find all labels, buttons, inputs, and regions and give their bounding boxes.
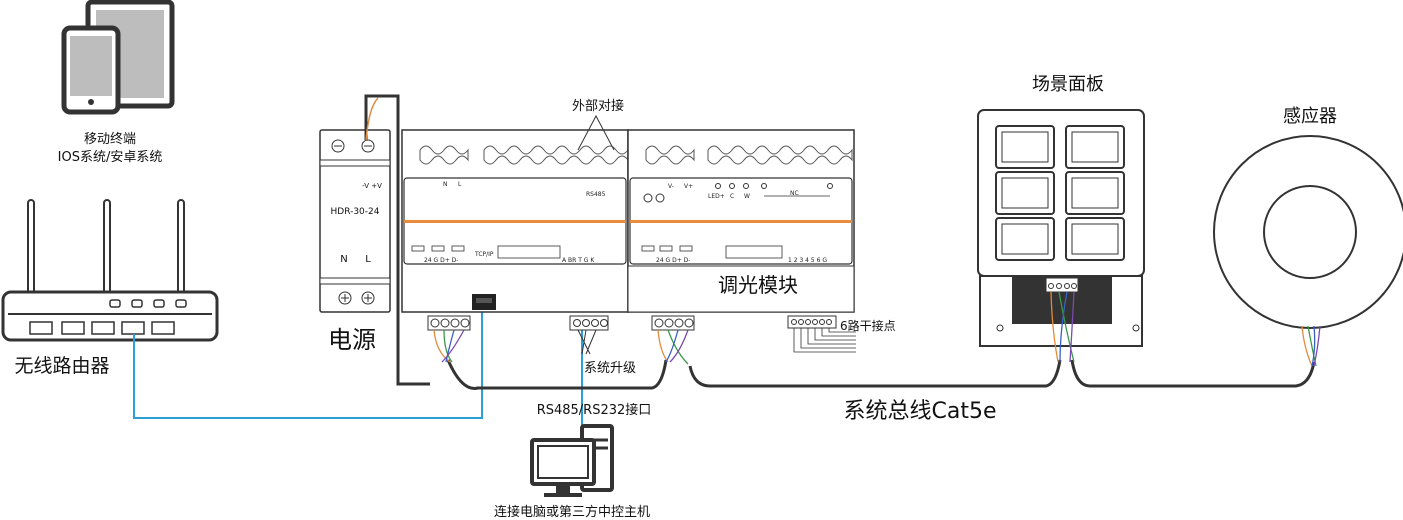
router-label: 无线路由器	[14, 355, 109, 377]
power-n-label: N	[340, 254, 347, 265]
module-tcp: TCP/IP	[474, 251, 494, 258]
pc-label: 连接电脑或第三方中控主机	[494, 504, 650, 520]
bus-label: 系统总线Cat5e	[843, 399, 996, 424]
dimmer-dry-nums: 1 2 3 4 5 6 G	[788, 257, 827, 264]
six-dry-label: 6路干接点	[840, 318, 896, 333]
external-label: 外部对接	[572, 98, 624, 114]
dimmer-vminus: V-	[668, 183, 674, 190]
power-feed-wire	[365, 97, 379, 141]
power-label: 电源	[328, 326, 376, 354]
mobile-label-1: 移动终端	[84, 131, 136, 147]
module-rs485: RS485	[586, 191, 606, 198]
mobile-label-2: IOS系统/安卓系统	[58, 150, 163, 165]
power-supply	[319, 129, 391, 313]
system-bus	[446, 359, 1316, 390]
dimmer-nc: NC	[790, 190, 799, 197]
power-wire	[364, 94, 430, 386]
scene-panel-label: 场景面板	[1032, 74, 1104, 95]
bus-wire-fan-middle	[657, 329, 689, 365]
pc-icon	[530, 424, 614, 497]
dimmer-bus: 24 G D+ D-	[656, 257, 690, 264]
external-arrow	[577, 114, 615, 151]
scene-panel	[977, 109, 1145, 363]
power-l-label: L	[365, 254, 371, 265]
power-model-label: HDR-30-24	[331, 207, 380, 217]
dimmer-vplus: V+	[684, 183, 693, 190]
network-cable	[133, 308, 483, 419]
control-module	[401, 129, 629, 331]
power-vv-label: -V +V	[362, 182, 382, 190]
dimmer-led: LED+	[708, 193, 725, 200]
module-abrtgk: A BR T G K	[562, 257, 595, 264]
dimmer-module	[627, 129, 856, 353]
mobile-terminal-icon	[61, 0, 175, 115]
rs-port-label: RS485/RS232接口	[537, 402, 652, 418]
module-l: L	[458, 181, 462, 188]
sensor-label: 感应器	[1283, 106, 1337, 127]
dimmer-w: W	[744, 193, 750, 200]
module-n: N	[443, 181, 448, 188]
upgrade-label: 系统升级	[584, 361, 636, 376]
sensor-icon	[1213, 135, 1403, 367]
bus-wire-fan-left	[433, 329, 465, 363]
module-bus-left: 24 G D+ D-	[424, 257, 458, 264]
dimmer-label: 调光模块	[718, 273, 798, 297]
router-icon	[1, 199, 219, 342]
dimmer-c: C	[730, 193, 734, 200]
